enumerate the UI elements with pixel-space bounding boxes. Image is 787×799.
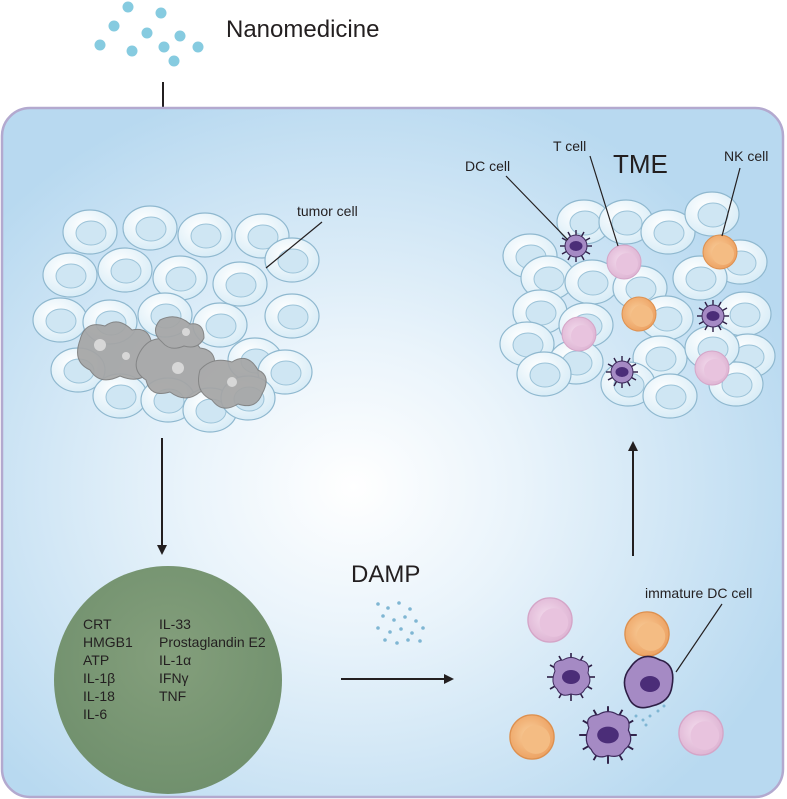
leader-nk-cell <box>721 167 741 237</box>
leader-tumor-cell <box>265 221 323 269</box>
damp-item: IFNγ <box>159 670 189 686</box>
damp-item: IL-18 <box>83 688 115 704</box>
damp-list-left: CRT HMGB1 ATP IL-1β IL-18 IL-6 <box>83 616 133 722</box>
label-tumor-cell: tumor cell <box>297 203 358 219</box>
leader-t-cell <box>589 155 619 247</box>
damp-list-right: IL-33 Prostaglandin E2 IL-1α IFNγ TNF <box>159 616 266 704</box>
damp-molecules-circle <box>54 566 282 794</box>
title-nanomedicine: Nanomedicine <box>226 16 379 43</box>
label-tme: TME <box>613 149 668 179</box>
dying-tumor-cell-spots <box>94 328 237 387</box>
damp-item: IL-6 <box>83 706 107 722</box>
leader-dc-cell <box>505 175 569 241</box>
label-dc-cell: DC cell <box>465 158 510 174</box>
damp-item: IL-33 <box>159 616 191 632</box>
label-damp: DAMP <box>351 561 420 588</box>
damp-item: CRT <box>83 616 112 632</box>
damp-particles <box>376 601 425 645</box>
immature-immune-cells <box>509 597 724 765</box>
nanoparticles <box>94 1 204 67</box>
damp-item: ATP <box>83 652 109 668</box>
dying-tumor-cells <box>77 316 267 409</box>
label-nk-cell: NK cell <box>724 148 768 164</box>
immature-dc-shape <box>623 655 674 709</box>
immature-dc-secretion <box>634 704 666 727</box>
leader-immature-dc <box>675 603 723 673</box>
damp-item: TNF <box>159 688 186 704</box>
damp-item: IL-1β <box>83 670 115 686</box>
label-immature-dc-cell: immature DC cell <box>645 585 752 601</box>
damp-item: Prostaglandin E2 <box>159 634 266 650</box>
damp-item: IL-1α <box>159 652 191 668</box>
damp-item: HMGB1 <box>83 634 133 650</box>
label-t-cell: T cell <box>553 138 586 154</box>
